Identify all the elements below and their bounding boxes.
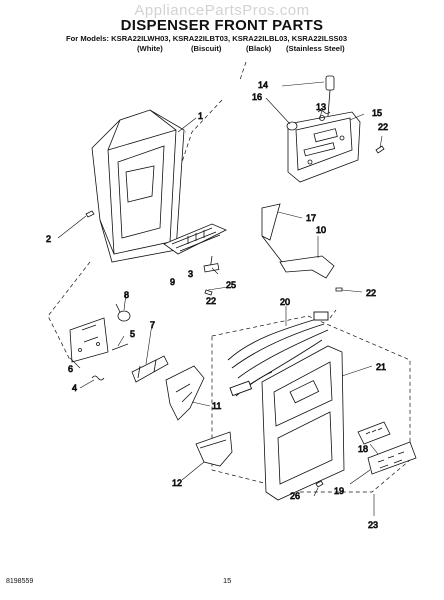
part-26-screw — [315, 480, 324, 488]
callout-14: 14 — [258, 80, 268, 90]
part-4-spring — [91, 375, 105, 381]
document-code: 8198559 — [6, 578, 34, 585]
callout-6: 6 — [68, 364, 73, 374]
part-8-switch — [115, 303, 131, 322]
color-stainless: (Stainless Steel) — [286, 44, 345, 53]
part-10-arm — [261, 235, 335, 279]
callout-5: 5 — [130, 329, 135, 339]
part-21-front-panel — [261, 345, 345, 501]
part-15-bracket — [287, 111, 361, 183]
page-title: DISPENSER FRONT PARTS — [120, 17, 324, 34]
callout-7: 7 — [150, 320, 155, 330]
leader-lines — [57, 81, 383, 516]
part-11-lever — [165, 365, 205, 421]
color-biscuit: (Biscuit) — [191, 44, 222, 53]
callout-21: 21 — [376, 362, 386, 372]
callout-19: 19 — [334, 486, 344, 496]
callout-13: 13 — [316, 102, 326, 112]
part-20-wire-harness — [227, 311, 329, 397]
part-5-rod — [111, 343, 129, 351]
part-6-plate — [69, 317, 109, 363]
callout-2: 2 — [46, 234, 51, 244]
part-13-spring — [317, 110, 331, 121]
part-22-screws — [204, 145, 385, 296]
callout-18: 18 — [358, 444, 368, 454]
part-9-lever-cover — [163, 223, 227, 255]
part-2-screw — [85, 210, 95, 218]
part-7-bracket — [131, 355, 169, 383]
callout-20: 20 — [280, 297, 290, 307]
callout-11: 11 — [212, 401, 221, 411]
callout-10: 10 — [316, 225, 326, 235]
callout-4: 4 — [72, 383, 77, 393]
callout-16: 16 — [252, 92, 262, 102]
part-12-drip-tray — [195, 431, 233, 467]
part-14-actuator — [325, 75, 335, 117]
models-line: For Models: KSRA22ILWH03, KSRA22ILBT03, … — [66, 34, 348, 43]
callout-26: 26 — [290, 491, 300, 501]
part-19-overlay — [367, 441, 417, 475]
page-number: 15 — [223, 576, 232, 585]
callout-15: 15 — [372, 108, 382, 118]
callout-22-mid: 22 — [206, 296, 216, 306]
color-white: (White) — [137, 44, 163, 53]
color-legend: (White) (Biscuit) (Black) (Stainless Ste… — [0, 44, 444, 56]
color-black: (Black) — [246, 44, 272, 53]
part-25-clip — [203, 263, 220, 273]
callout-12: 12 — [172, 478, 182, 488]
part-17-bracket — [261, 203, 281, 241]
part-16-cap — [286, 121, 298, 131]
callout-8: 8 — [124, 290, 129, 300]
callout-3: 3 — [188, 269, 193, 279]
callout-9: 9 — [170, 277, 175, 287]
part-1-housing — [91, 109, 185, 263]
callout-22-right: 22 — [366, 288, 376, 298]
callout-1: 1 — [198, 111, 203, 121]
callout-22-top: 22 — [378, 122, 388, 132]
watermark: AppliancePartsPros.com — [134, 2, 310, 19]
callout-17: 17 — [306, 213, 316, 223]
callout-23: 23 — [368, 520, 378, 530]
callout-25: 25 — [226, 280, 236, 290]
callout-labels: 1 2 3 4 5 6 7 8 9 10 11 12 13 14 15 16 1… — [46, 80, 389, 531]
part-18-keypad — [357, 421, 391, 445]
